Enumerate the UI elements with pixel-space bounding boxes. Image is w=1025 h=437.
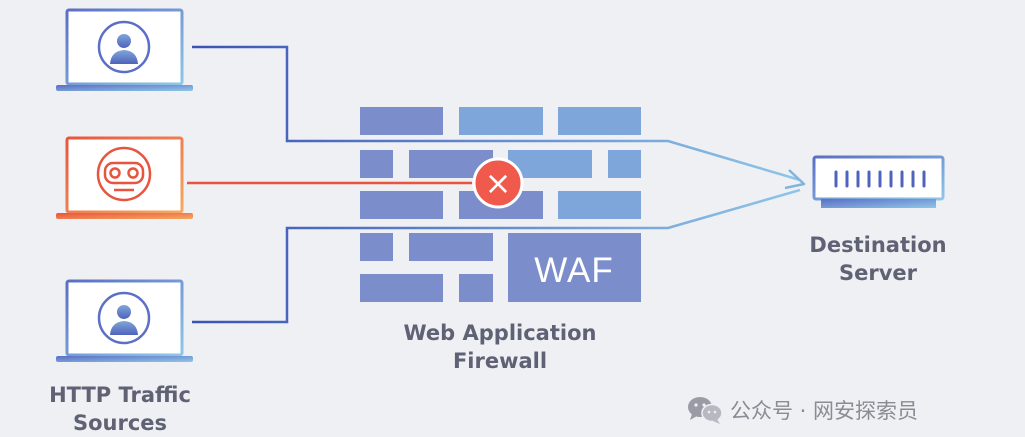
wall-brick bbox=[360, 191, 443, 219]
laptop-user-bottom bbox=[56, 279, 193, 362]
waf-text: WAF bbox=[534, 251, 613, 290]
firewall-wall: WAF bbox=[360, 107, 641, 302]
label-line: Web Application bbox=[403, 321, 597, 345]
label-line: Firewall bbox=[452, 349, 548, 373]
wall-brick bbox=[360, 274, 443, 302]
laptop-bot bbox=[56, 136, 193, 219]
wall-brick bbox=[508, 150, 592, 178]
label-destination-server: Destination Server bbox=[778, 231, 978, 287]
label-web-application-firewall: Web Application Firewall bbox=[370, 319, 630, 375]
label-line: Destination bbox=[809, 233, 947, 257]
traffic-line-bottom bbox=[192, 188, 801, 324]
wall-brick bbox=[409, 233, 493, 261]
wall-brick bbox=[608, 150, 641, 178]
traffic-line-top bbox=[192, 45, 801, 182]
waf-block bbox=[508, 233, 641, 302]
blocked-x-icon: × bbox=[472, 157, 524, 209]
traffic-lines bbox=[187, 45, 806, 324]
watermark-text: 公众号 · 网安探索员 bbox=[730, 399, 919, 423]
label-line: Sources bbox=[72, 411, 168, 435]
wall-brick bbox=[558, 107, 641, 135]
wall-brick bbox=[360, 150, 393, 178]
wall-brick bbox=[360, 233, 393, 261]
laptop-user-top bbox=[56, 8, 193, 91]
wall-brick bbox=[459, 107, 543, 135]
wall-brick bbox=[360, 107, 443, 135]
label-line: Server bbox=[838, 261, 917, 285]
arrow-head bbox=[784, 169, 806, 190]
label-line: HTTP Traffic bbox=[49, 383, 191, 407]
watermark: 公众号 · 网安探索员 bbox=[686, 393, 1016, 427]
user-icon bbox=[97, 20, 151, 74]
wechat-icon bbox=[688, 397, 723, 424]
blocked-mark: × bbox=[485, 164, 512, 202]
label-http-traffic-sources: HTTP Traffic Sources bbox=[20, 381, 220, 437]
wall-brick bbox=[558, 191, 641, 219]
user-icon bbox=[97, 291, 151, 345]
robot-icon bbox=[96, 146, 152, 202]
wall-brick bbox=[459, 274, 493, 302]
server-icon bbox=[812, 155, 945, 208]
